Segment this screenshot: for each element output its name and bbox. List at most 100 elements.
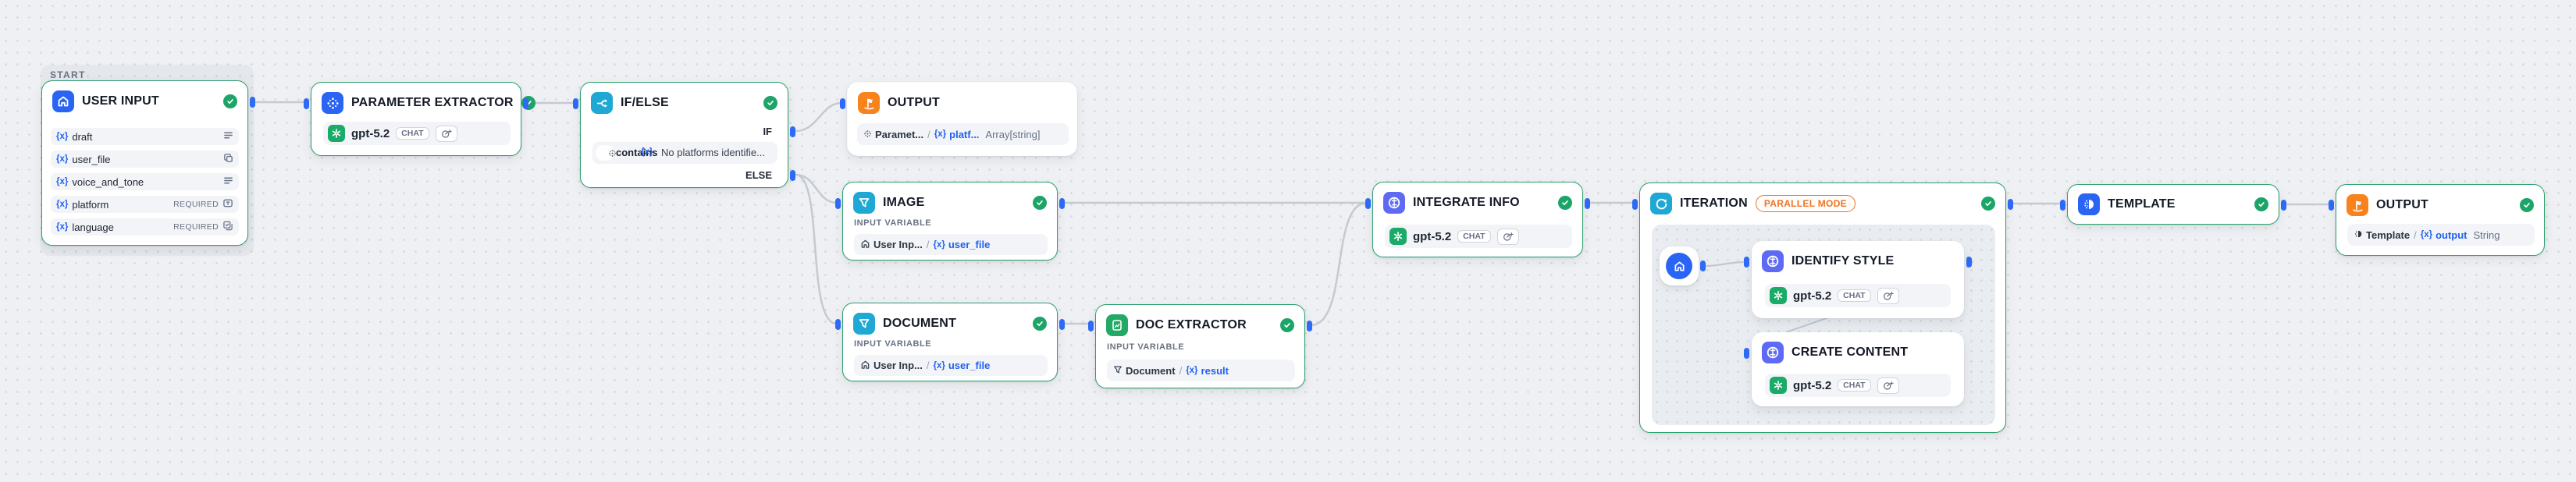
input-handle[interactable]	[840, 98, 845, 109]
llm-icon	[1762, 250, 1784, 272]
variable-token: {x}	[2420, 230, 2433, 239]
field-name: platform	[72, 198, 109, 211]
output-handle[interactable]	[2281, 200, 2286, 211]
condition-value: No platforms identifie...	[661, 147, 765, 158]
output-handle[interactable]	[1585, 198, 1590, 209]
paragraph-icon	[223, 175, 233, 188]
paragraph-icon	[223, 130, 233, 143]
output-handle[interactable]	[1966, 257, 1972, 268]
ref-node-name: Template	[2366, 229, 2411, 241]
output-handle[interactable]	[1059, 198, 1065, 209]
node-title: PARAMETER EXTRACTOR	[351, 96, 514, 109]
variable-token: {x}	[641, 147, 653, 157]
model-settings-icon[interactable]	[1496, 228, 1519, 245]
node-title: DOCUMENT	[883, 317, 957, 330]
node-title: DOC EXTRACTOR	[1136, 318, 1247, 331]
node-title: CREATE CONTENT	[1791, 346, 1909, 359]
model-name: gpt-5.2	[351, 126, 390, 140]
else-output-handle[interactable]	[790, 170, 795, 181]
input-handle[interactable]	[1744, 257, 1749, 268]
variable-token: {x}	[933, 239, 945, 250]
document-extract-icon	[1106, 314, 1128, 336]
success-check-icon	[223, 94, 237, 108]
output-handle[interactable]	[1700, 260, 1706, 271]
ref-separator: /	[2414, 229, 2417, 241]
node-if-else[interactable]: IF/ELSE IF contains {x} No platforms ide…	[573, 82, 795, 188]
input-handle[interactable]	[304, 98, 309, 109]
start-group-label: START	[50, 69, 86, 80]
model-settings-icon[interactable]	[435, 125, 457, 142]
node-image[interactable]: IMAGE INPUT VARIABLE User Inp... / {x} u…	[835, 182, 1065, 260]
input-handle[interactable]	[2060, 200, 2065, 211]
success-check-icon	[1033, 196, 1047, 210]
openai-icon	[328, 125, 345, 142]
success-check-icon	[2520, 198, 2534, 212]
input-variable-row: Document / {x} result	[1107, 360, 1295, 381]
node-doc-extractor[interactable]: DOC EXTRACTOR INPUT VARIABLE Document / …	[1088, 304, 1312, 388]
ref-separator: /	[926, 360, 930, 371]
model-selector[interactable]: gpt-5.2 CHAT	[323, 122, 511, 145]
model-settings-icon[interactable]	[1877, 287, 1899, 304]
ref-separator: /	[927, 128, 930, 140]
input-handle[interactable]	[1088, 321, 1094, 331]
ref-node-name: User Inp...	[873, 239, 923, 250]
section-label: INPUT VARIABLE	[1107, 342, 1185, 352]
model-selector[interactable]: gpt-5.2 CHAT	[1385, 225, 1572, 248]
node-output-top[interactable]: OUTPUT Paramet... / {x} platf... Array[s…	[840, 82, 1077, 156]
iteration-start-node[interactable]	[1660, 246, 1706, 285]
variable-token: {x}	[1186, 366, 1198, 375]
ref-type: String	[2473, 229, 2500, 241]
section-label: INPUT VARIABLE	[854, 218, 932, 228]
output-handle[interactable]	[250, 97, 255, 108]
condition-row: contains {x} No platforms identifie...	[592, 142, 777, 164]
template-mini-icon	[2354, 229, 2363, 241]
ref-variable: platf...	[949, 128, 980, 140]
home-mini-icon	[860, 239, 870, 251]
input-handle[interactable]	[835, 198, 841, 209]
if-output-handle[interactable]	[790, 126, 795, 137]
input-handle[interactable]	[1744, 348, 1749, 359]
flag-icon	[858, 92, 880, 114]
output-handle[interactable]	[2008, 199, 2013, 210]
model-selector[interactable]: gpt-5.2 CHAT	[1765, 284, 1951, 307]
node-output-right[interactable]: OUTPUT Template / {x} output String	[2329, 184, 2545, 256]
model-selector[interactable]: gpt-5.2 CHAT	[1765, 374, 1951, 397]
input-handle[interactable]	[835, 319, 841, 330]
model-settings-icon[interactable]	[1877, 377, 1899, 394]
model-name: gpt-5.2	[1413, 229, 1452, 243]
node-parameter-extractor[interactable]: PARAMETER EXTRACTOR gpt-5.2 CHAT	[304, 82, 535, 156]
required-badge: REQUIRED	[173, 222, 219, 232]
node-iteration[interactable]: ITERATION PARALLEL MODE	[1632, 183, 2013, 433]
variable-token: {x}	[934, 129, 947, 139]
output-handle[interactable]	[1307, 321, 1312, 331]
field-row: {x} language REQUIRED	[51, 218, 239, 236]
node-identify-style[interactable]: IDENTIFY STYLE gpt-5.2 CHAT	[1744, 241, 1972, 318]
flag-icon	[2347, 194, 2368, 216]
model-mode-badge: CHAT	[1838, 289, 1871, 303]
condition-var-pill	[596, 145, 614, 161]
files-icon	[223, 153, 233, 165]
node-user-input[interactable]: USER INPUT {x} draft {x} user_file {x} v…	[41, 80, 255, 246]
filter-mini-icon	[1113, 365, 1123, 377]
input-variable-row: User Inp... / {x} user_file	[854, 234, 1048, 255]
node-document[interactable]: DOCUMENT INPUT VARIABLE User Inp... / {x…	[835, 303, 1065, 381]
input-handle[interactable]	[573, 98, 578, 109]
input-handle[interactable]	[1365, 198, 1371, 209]
field-name: voice_and_tone	[72, 175, 144, 188]
node-integrate-info[interactable]: INTEGRATE INFO gpt-5.2 CHAT	[1365, 182, 1590, 257]
success-check-icon	[1558, 196, 1572, 210]
model-mode-badge: CHAT	[1457, 229, 1491, 243]
ref-separator: /	[1179, 364, 1183, 377]
input-handle[interactable]	[2329, 200, 2334, 211]
output-handle[interactable]	[523, 98, 528, 109]
node-title: INTEGRATE INFO	[1413, 196, 1520, 209]
node-template[interactable]: TEMPLATE	[2060, 184, 2286, 225]
ref-variable: output	[2435, 229, 2467, 241]
node-create-content[interactable]: CREATE CONTENT gpt-5.2 CHAT	[1744, 332, 1964, 406]
node-title: IDENTIFY STYLE	[1791, 254, 1895, 268]
input-handle[interactable]	[1632, 199, 1638, 210]
output-handle[interactable]	[1059, 319, 1065, 330]
field-row: {x} platform REQUIRED	[51, 196, 239, 213]
output-variable-row: Template / {x} output String	[2347, 224, 2535, 246]
